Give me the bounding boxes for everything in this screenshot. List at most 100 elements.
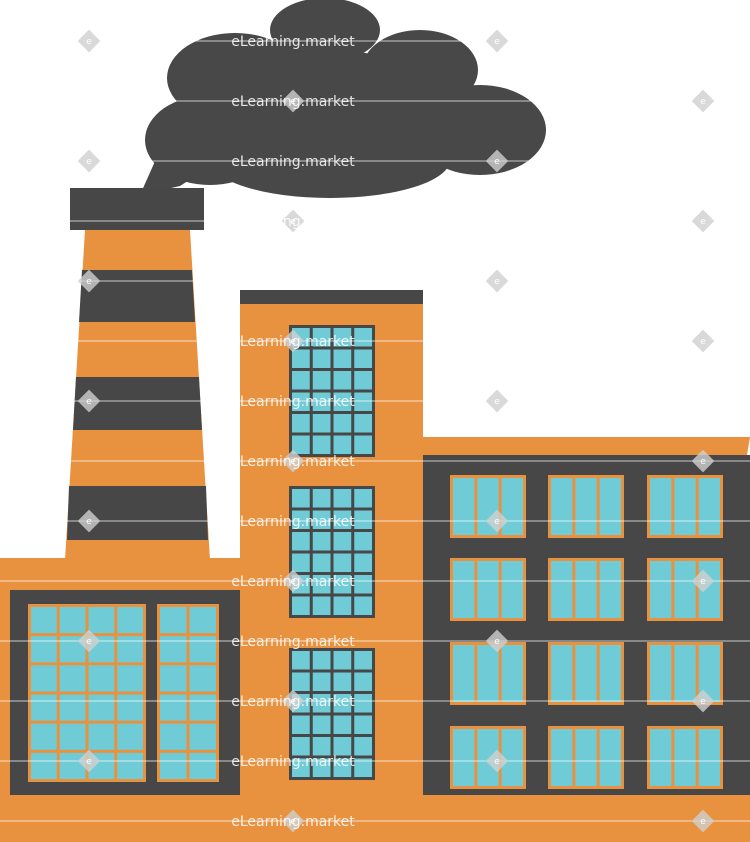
window-pane xyxy=(333,553,352,572)
watermark-logo-letter: e xyxy=(86,517,92,527)
window-pane xyxy=(453,729,475,786)
window-pane xyxy=(189,723,216,750)
watermark-logo-icon xyxy=(691,809,715,833)
window-pane xyxy=(333,694,352,713)
watermark-text: eLearning.market xyxy=(231,94,355,110)
window-pane xyxy=(333,414,352,433)
window-pane xyxy=(292,758,310,777)
watermark-text: eLearning.market xyxy=(231,694,355,710)
window-pane xyxy=(292,596,310,615)
window-pane xyxy=(312,510,331,529)
watermark-logo-icon xyxy=(485,389,509,413)
window xyxy=(548,475,624,538)
window-pane xyxy=(333,510,352,529)
chimney-stripe xyxy=(73,377,202,430)
window-pane xyxy=(453,645,475,702)
window-pane xyxy=(312,435,331,454)
watermark-text: eLearning.market xyxy=(231,154,355,170)
watermark-logo-icon xyxy=(485,749,509,773)
window-pane xyxy=(31,723,57,750)
watermark-logo-letter: e xyxy=(700,217,706,227)
watermark-logo-letter: e xyxy=(290,337,296,347)
window-pane xyxy=(333,737,352,756)
watermark-logo-letter: e xyxy=(86,397,92,407)
window-pane xyxy=(292,737,310,756)
watermark-logo-icon xyxy=(281,809,305,833)
watermark-logo-icon xyxy=(77,389,101,413)
window-pane xyxy=(292,349,310,368)
window-pane xyxy=(160,607,187,634)
watermark-logo-letter: e xyxy=(290,577,296,587)
watermark-logo-letter: e xyxy=(86,277,92,287)
window-pane xyxy=(698,729,720,786)
window-pane xyxy=(117,752,143,779)
window-pane xyxy=(501,478,523,535)
window xyxy=(289,325,375,457)
window-pane xyxy=(354,553,372,572)
watermark-text: eLearning.market xyxy=(231,754,355,770)
tower-windows xyxy=(289,325,375,780)
window-frame xyxy=(289,325,375,457)
watermark-logo-letter: e xyxy=(700,97,706,107)
window-pane xyxy=(189,636,216,663)
window xyxy=(450,475,526,538)
watermark-logo-letter: e xyxy=(494,157,500,167)
watermark-text: eLearning.market xyxy=(231,394,355,410)
window-pane xyxy=(650,645,672,702)
window-pane xyxy=(354,715,372,734)
window-pane xyxy=(31,607,57,634)
window-pane xyxy=(312,371,331,390)
window-pane xyxy=(88,665,115,692)
window-pane xyxy=(354,651,372,670)
watermark-logo-icon xyxy=(691,689,715,713)
window-pane xyxy=(354,672,372,691)
window-pane xyxy=(312,596,331,615)
window-pane xyxy=(333,758,352,777)
right-building-roof xyxy=(423,437,750,455)
window xyxy=(289,486,375,618)
right-building xyxy=(423,437,750,810)
watermark-logo-letter: e xyxy=(494,757,500,767)
window-pane xyxy=(189,694,216,721)
window-pane xyxy=(354,737,372,756)
watermark-text: eLearning.market xyxy=(231,334,355,350)
watermark-text: eLearning.market xyxy=(231,274,355,290)
window-pane xyxy=(312,489,331,508)
window-pane xyxy=(354,392,372,411)
window-pane xyxy=(312,651,331,670)
window-pane xyxy=(698,645,720,702)
watermark-logo-icon xyxy=(77,29,101,53)
window-pane xyxy=(333,435,352,454)
window-pane xyxy=(354,435,372,454)
watermark-logo-letter: e xyxy=(700,457,706,467)
window-pane xyxy=(650,478,672,535)
window-pane xyxy=(117,723,143,750)
watermark-logo-letter: e xyxy=(494,277,500,287)
window-pane xyxy=(551,645,573,702)
window-pane xyxy=(117,636,143,663)
window xyxy=(548,642,624,705)
window-frame xyxy=(157,604,219,782)
window-pane xyxy=(650,561,672,618)
watermark-logo-icon xyxy=(485,509,509,533)
window-pane xyxy=(59,665,86,692)
watermark-text: eLearning.market xyxy=(231,814,355,830)
window-pane xyxy=(477,561,499,618)
watermark-text: eLearning.market xyxy=(231,454,355,470)
chimney-cap xyxy=(70,188,204,230)
chimney-stripe xyxy=(67,486,208,540)
window xyxy=(450,726,526,789)
window-pane xyxy=(551,561,573,618)
watermark-logo-letter: e xyxy=(700,577,706,587)
window-pane xyxy=(599,561,621,618)
window-pane xyxy=(189,752,216,779)
window xyxy=(548,558,624,621)
watermark-logo-icon xyxy=(691,569,715,593)
window-pane xyxy=(117,665,143,692)
window-pane xyxy=(312,575,331,594)
window-pane xyxy=(674,645,696,702)
watermark-logo-letter: e xyxy=(290,697,296,707)
watermark-logo-letter: e xyxy=(86,757,92,767)
window-pane xyxy=(354,489,372,508)
